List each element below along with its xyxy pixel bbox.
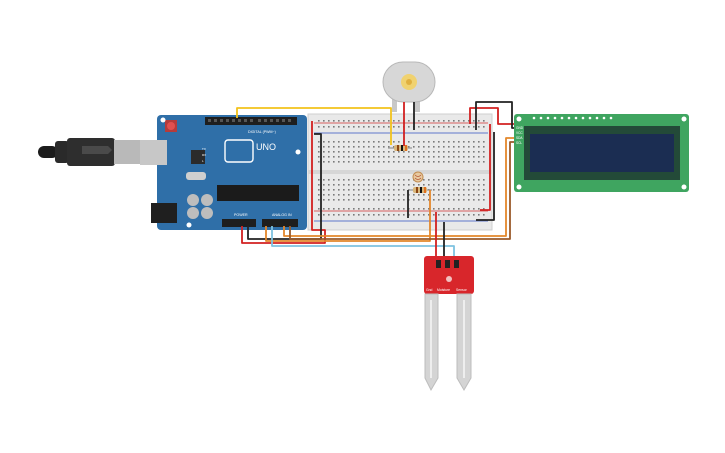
mount-hole bbox=[681, 116, 687, 122]
usb-port bbox=[140, 140, 167, 165]
wire-rail-red bbox=[480, 124, 491, 211]
power-header bbox=[222, 219, 256, 227]
lcd-pin-vcc: VCC bbox=[516, 131, 523, 135]
analog-header bbox=[262, 219, 298, 227]
lcd-pin-scl: SCL bbox=[516, 141, 522, 145]
mount-hole bbox=[681, 184, 687, 190]
capacitor-4 bbox=[201, 207, 213, 219]
mount-hole bbox=[186, 222, 192, 228]
dc-motor[interactable] bbox=[382, 61, 436, 112]
lcd-screen bbox=[530, 134, 674, 172]
soil-moisture-sensor[interactable]: Gnd Moisture Sensor bbox=[424, 256, 474, 392]
lcd-pin-gnd: GND bbox=[516, 126, 524, 130]
lcd-module[interactable]: GND VCC SDA SCL bbox=[514, 114, 689, 192]
lcd-pin-sda: SDA bbox=[516, 136, 523, 140]
led-rx-label: RX bbox=[202, 153, 206, 157]
sensor-pin-gnd: Gnd bbox=[426, 288, 433, 292]
mount-hole bbox=[516, 184, 522, 190]
crystal bbox=[186, 172, 206, 180]
breadboard-holes bbox=[318, 120, 485, 216]
arduino-logo bbox=[224, 139, 254, 163]
photoresistor[interactable] bbox=[408, 171, 432, 193]
resistor[interactable] bbox=[388, 145, 412, 151]
atmega-chip bbox=[217, 185, 299, 201]
digital-header-label: DIGITAL (PWM~) bbox=[248, 130, 276, 134]
mount-hole bbox=[160, 117, 166, 123]
breadboard bbox=[307, 113, 493, 231]
arduino-uno-board[interactable]: DIGITAL (PWM~) UNO TX RX L POWER ANALOG … bbox=[140, 115, 307, 230]
wire-lcd-gnd bbox=[475, 101, 514, 130]
led-tx-label: TX bbox=[202, 147, 206, 151]
lcd-pin-holes bbox=[532, 116, 613, 120]
power-header-label: POWER bbox=[234, 213, 248, 217]
led-l-label: L bbox=[202, 159, 204, 163]
usb-chip bbox=[191, 150, 205, 164]
digital-header-pins bbox=[208, 119, 291, 122]
capacitor-2 bbox=[201, 194, 213, 206]
wire-lcd-vcc bbox=[469, 107, 514, 125]
board-model-label: UNO bbox=[256, 142, 276, 152]
capacitor-3 bbox=[187, 207, 199, 219]
mount-hole bbox=[516, 116, 522, 122]
mount-hole bbox=[295, 149, 301, 155]
analog-header-label: ANALOG IN bbox=[272, 213, 292, 217]
sensor-pin-sig: Sensor bbox=[456, 288, 468, 292]
wires bbox=[236, 101, 514, 262]
usb-cable bbox=[38, 138, 140, 166]
capacitor-1 bbox=[187, 194, 199, 206]
wire-lcd-sda bbox=[283, 137, 514, 237]
wire-lcd-scl bbox=[289, 141, 514, 240]
wire-blue-sensor bbox=[271, 226, 455, 262]
power-jack bbox=[151, 203, 177, 223]
wire-rail-black bbox=[476, 132, 495, 221]
wire-yellow bbox=[236, 107, 392, 145]
wire-orange-ldr bbox=[265, 190, 431, 242]
sensor-label: Moisture bbox=[437, 288, 450, 292]
